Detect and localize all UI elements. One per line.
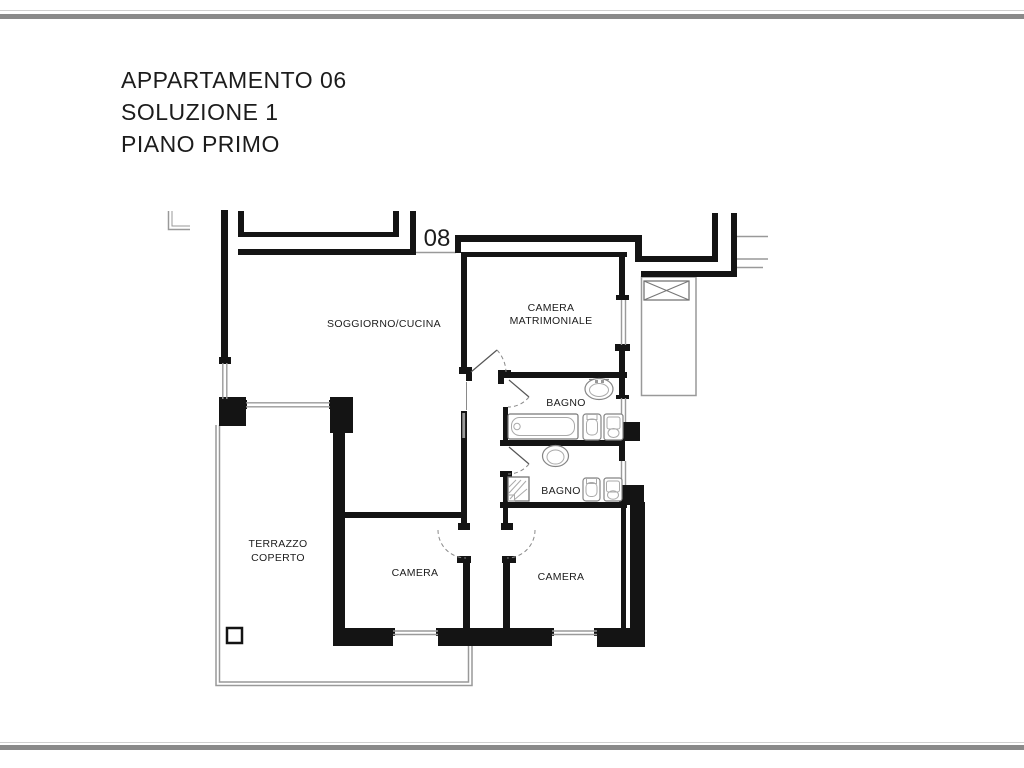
bathtub	[507, 413, 579, 440]
doors	[437, 349, 536, 559]
terrace-pillar	[225, 626, 244, 645]
label-terrazzo-2: COPERTO	[251, 552, 305, 564]
sink-bagno-2	[541, 444, 570, 468]
label-terrazzo-1: TERRAZZO	[249, 538, 308, 550]
label-bagno-2: BAGNO	[541, 485, 580, 497]
top-rule-dark	[0, 14, 1024, 19]
windows	[222, 300, 627, 636]
title-block: APPARTAMENTO 06 SOLUZIONE 1 PIANO PRIMO	[121, 64, 347, 160]
walls	[219, 210, 737, 647]
bidet-bagno-2	[582, 477, 601, 502]
label-camera-left: CAMERA	[392, 567, 439, 579]
bidet-bagno-1	[582, 413, 602, 441]
toilet-bagno-1	[603, 413, 624, 441]
room-labels: 08 SOGGIORNO/CUCINA CAMERA MATRIMONIALE …	[249, 225, 593, 583]
label-camera-matrimoniale-2: MATRIMONIALE	[510, 315, 593, 327]
toilet-bagno-2	[603, 477, 623, 502]
label-soggiorno: SOGGIORNO/CUCINA	[327, 318, 441, 330]
context-lines	[167, 211, 768, 269]
label-camera-right: CAMERA	[538, 571, 585, 583]
title-line-3: PIANO PRIMO	[121, 131, 280, 157]
shower	[507, 476, 530, 502]
top-rule-light	[0, 10, 1024, 11]
sink-bagno-1	[584, 377, 614, 401]
terrace-outline	[215, 425, 473, 687]
title-line-2: SOLUZIONE 1	[121, 99, 279, 125]
title-line-1: APPARTAMENTO 06	[121, 67, 347, 93]
label-camera-matrimoniale-1: CAMERA	[528, 302, 575, 314]
bottom-rule-dark	[0, 745, 1024, 750]
balcony-outline	[640, 276, 697, 397]
unit-number-label: 08	[424, 225, 451, 252]
bottom-rule-light	[0, 742, 1024, 743]
label-bagno-1: BAGNO	[546, 397, 585, 409]
